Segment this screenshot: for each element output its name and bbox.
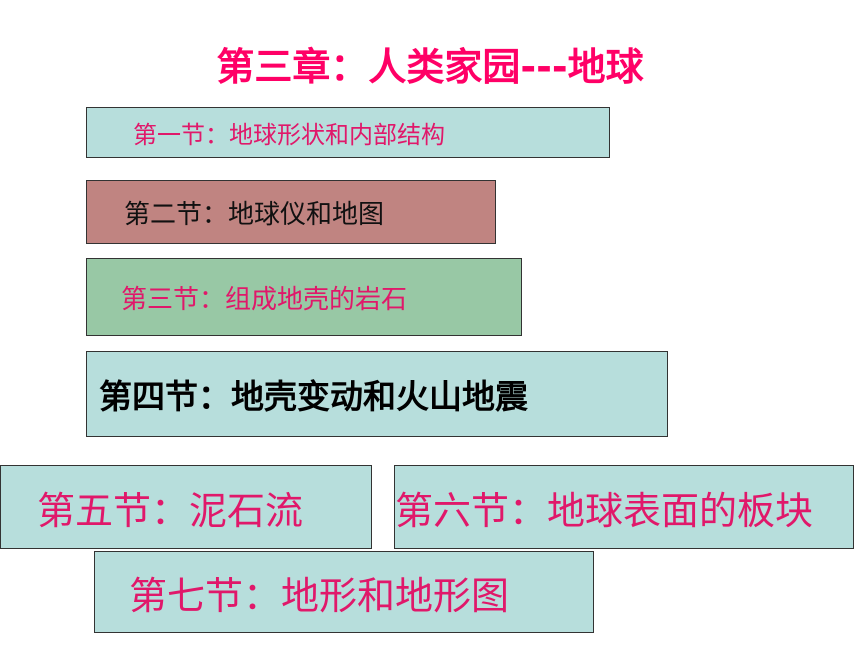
section-6-label: 第六节：地球表面的板块 [395,488,814,533]
section-2-box[interactable]: 第二节：地球仪和地图 [86,180,496,244]
section-1-box[interactable]: 第一节：地球形状和内部结构 [86,107,610,158]
section-7-label: 第七节：地形和地形图 [129,573,510,618]
section-3-label: 第三节：组成地壳的岩石 [121,284,408,315]
section-4-box[interactable]: 第四节：地壳变动和火山地震 [86,351,668,437]
section-5-label: 第五节：泥石流 [37,488,304,533]
section-6-box[interactable]: 第六节：地球表面的板块 [394,465,854,549]
section-5-box[interactable]: 第五节：泥石流 [0,465,372,549]
section-7-box[interactable]: 第七节：地形和地形图 [94,551,594,633]
section-2-label: 第二节：地球仪和地图 [124,199,385,230]
section-3-box[interactable]: 第三节：组成地壳的岩石 [86,258,522,336]
chapter-title: 第三章：人类家园---地球 [216,45,644,89]
section-1-label: 第一节：地球形状和内部结构 [133,121,445,149]
section-4-label: 第四节：地壳变动和火山地震 [99,377,528,416]
